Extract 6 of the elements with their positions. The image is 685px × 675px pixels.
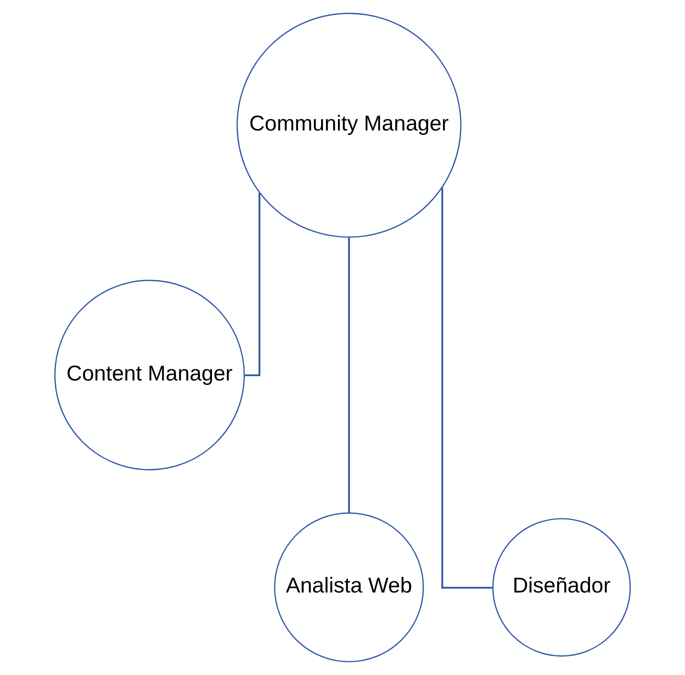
connector bbox=[348, 238, 350, 513]
node-circle: Content Manager bbox=[54, 280, 245, 470]
node-circle: Community Manager bbox=[236, 12, 462, 238]
node-circle: Diseñador bbox=[492, 518, 631, 657]
connector bbox=[441, 188, 493, 589]
node-circle: Analista Web bbox=[274, 512, 424, 662]
